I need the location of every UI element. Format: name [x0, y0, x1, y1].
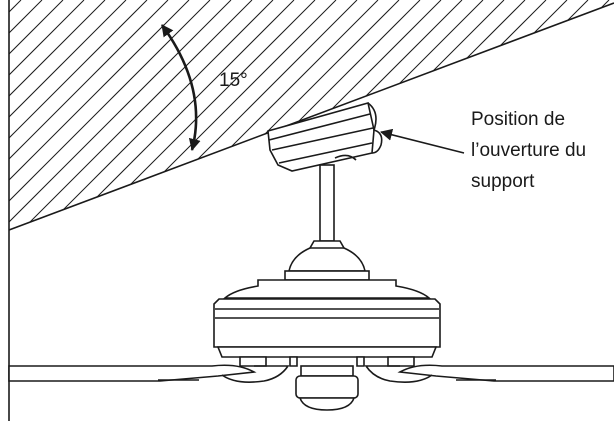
hatch-line [9, 0, 148, 230]
hatch-line [9, 0, 211, 230]
double-headed-curved-arrow-icon [160, 24, 201, 151]
callout-line-1: Position de [471, 109, 566, 130]
fan-motor-housing [213, 298, 441, 348]
fan-blade-left [8, 364, 257, 382]
hatch-line [32, 0, 274, 230]
fan-canopy [267, 102, 383, 172]
hatch-line [9, 0, 64, 230]
fan-blade-right [397, 364, 614, 382]
hatch-line [9, 0, 22, 230]
bracket-opening-callout: Position de l’ouverture du support [471, 104, 614, 197]
hatch-line [9, 0, 85, 230]
callout-line-3: support [471, 171, 535, 192]
hatch-line [9, 0, 127, 230]
fan-switch-housing [300, 365, 354, 377]
ceiling-slope-line [8, 2, 614, 231]
fan-motor-top [288, 240, 366, 272]
hatch-line [9, 0, 169, 230]
hatch-line [11, 0, 253, 230]
callout-line-2: l’ouverture du [471, 140, 587, 161]
hatch-line [9, 0, 190, 230]
fan-downrod [319, 164, 335, 242]
angle-label: 15° [219, 70, 248, 91]
hatch-line [9, 0, 106, 230]
hatch-line [9, 0, 43, 230]
arrow-icon [380, 128, 465, 154]
ceiling-fan [8, 102, 614, 411]
